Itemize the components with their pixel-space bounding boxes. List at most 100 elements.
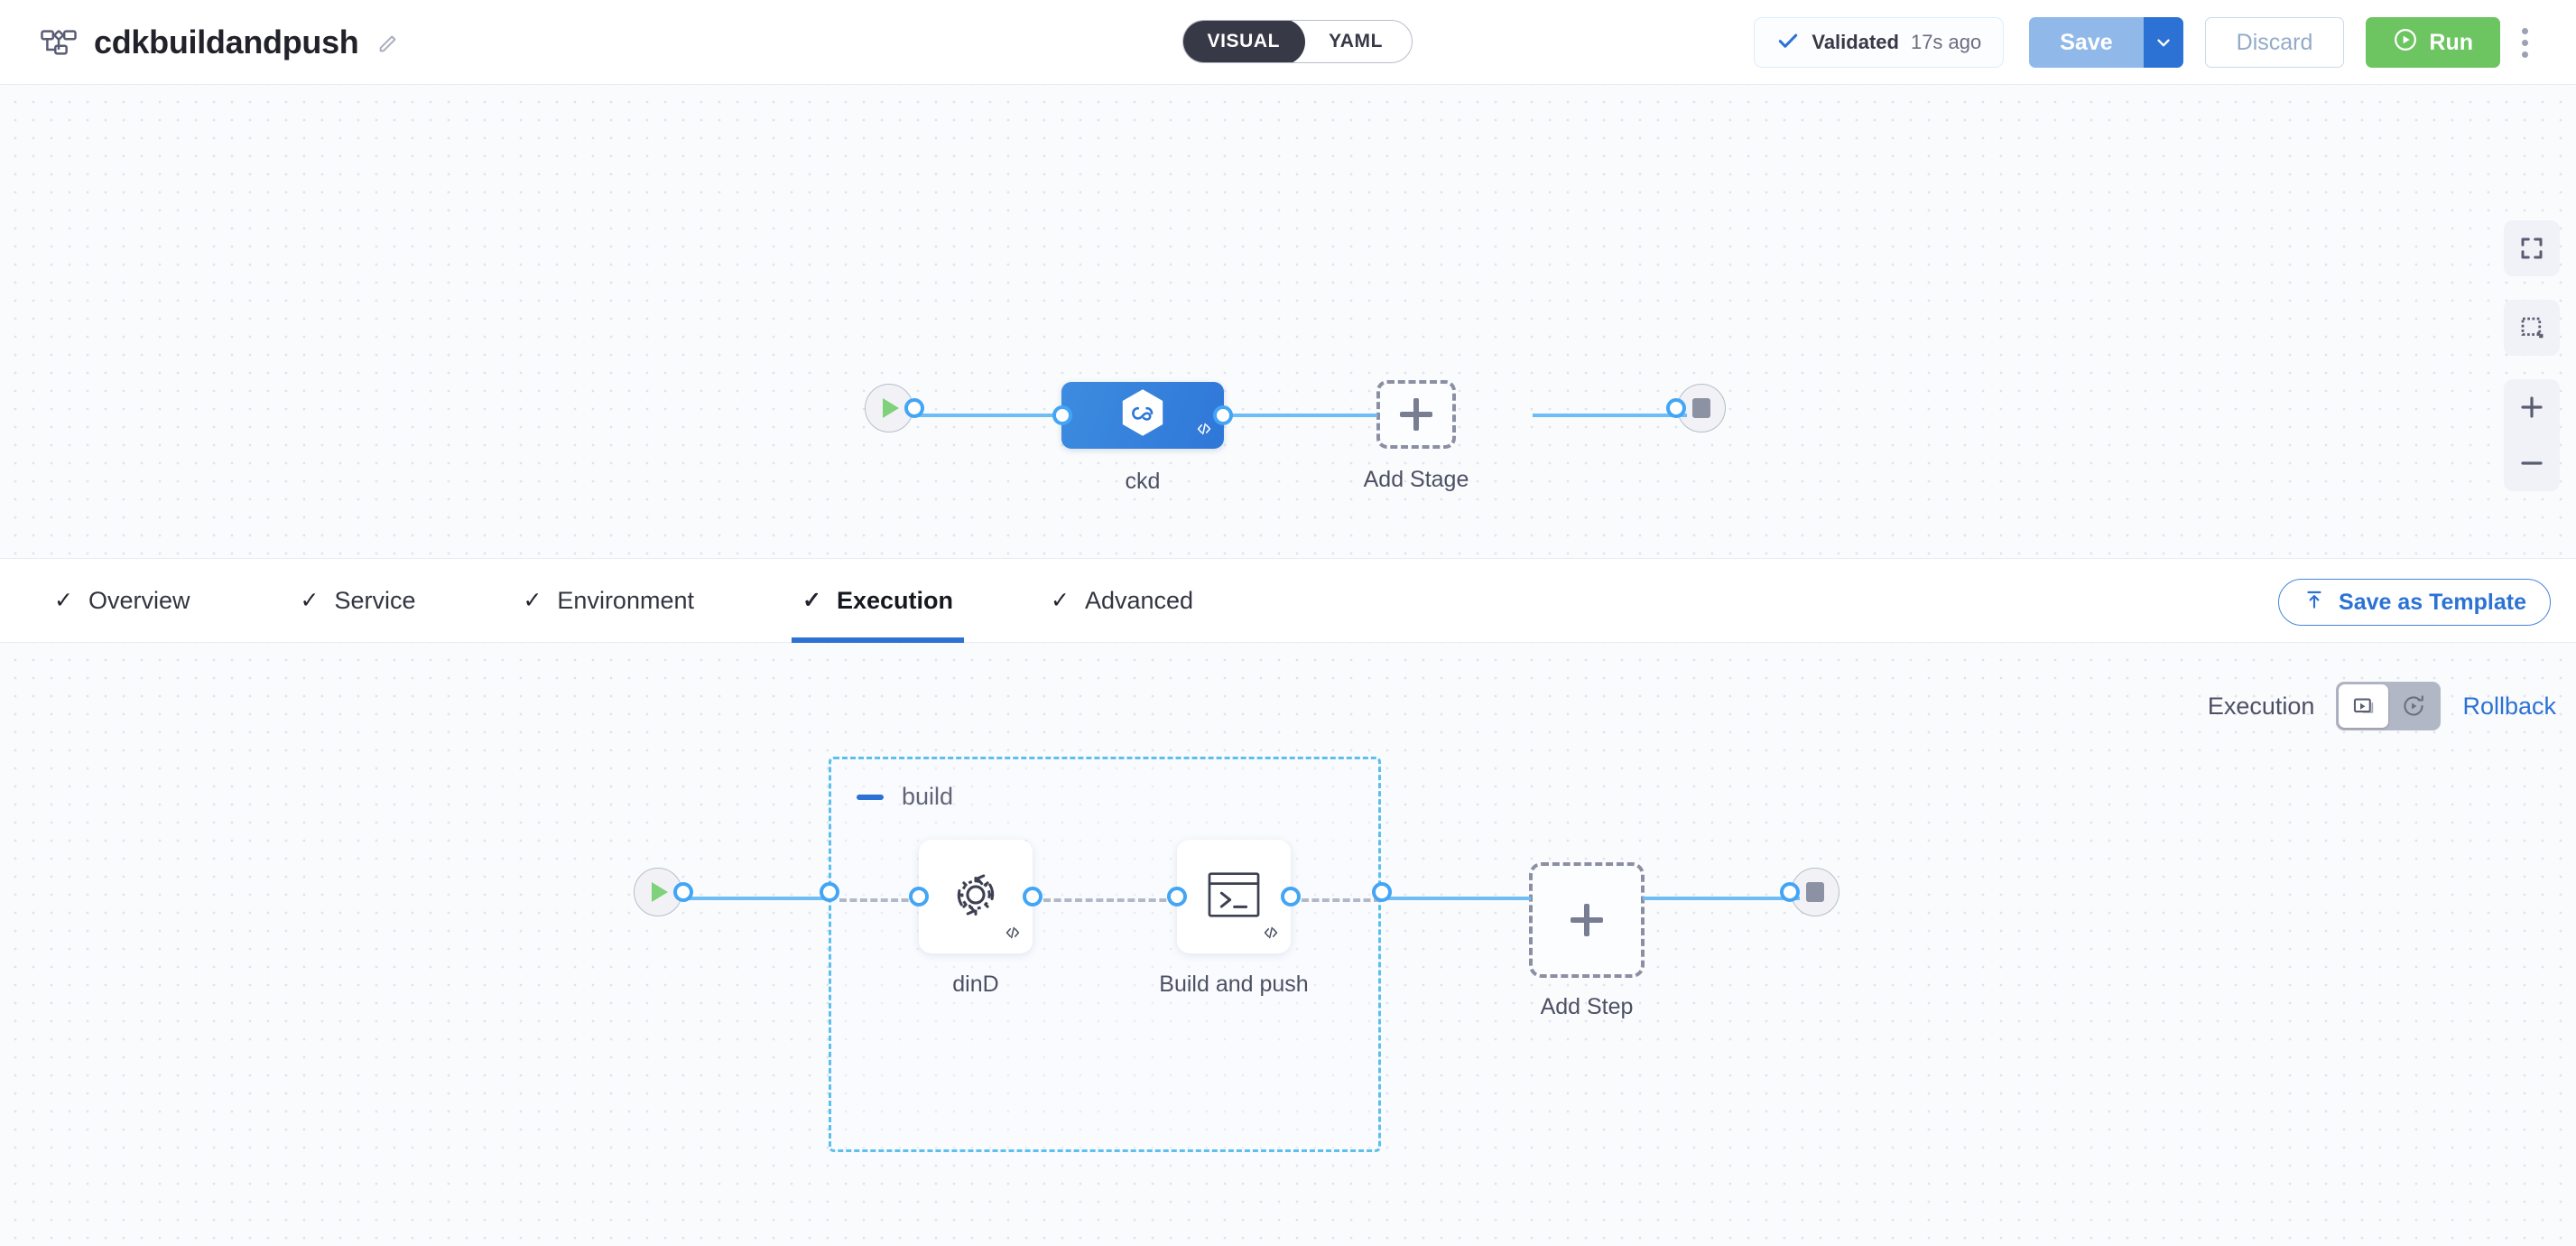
fit-to-screen-button[interactable] xyxy=(2504,220,2560,276)
check-icon: ✓ xyxy=(802,587,821,613)
edge-dind-to-buildpush xyxy=(1043,898,1177,902)
code-icon xyxy=(1261,923,1281,947)
exec-toggle-group[interactable] xyxy=(2336,682,2442,730)
add-step-node[interactable]: Add Step xyxy=(1529,862,1645,1019)
validated-label: Validated xyxy=(1812,31,1899,53)
tab-service[interactable]: ✓ Service xyxy=(289,558,426,643)
rollback-label[interactable]: Rollback xyxy=(2462,692,2556,720)
end-input-port[interactable] xyxy=(1780,882,1800,902)
edge-buildpush-to-groupend xyxy=(1302,898,1381,902)
edge-addstage-to-end xyxy=(1533,414,1687,417)
save-as-template-button[interactable]: Save as Template xyxy=(2278,579,2551,626)
step-card[interactable] xyxy=(919,840,1033,953)
chevron-down-icon xyxy=(2156,39,2170,47)
start-node-circle xyxy=(634,868,682,916)
run-button[interactable]: Run xyxy=(2366,17,2500,68)
save-as-template-label: Save as Template xyxy=(2339,589,2526,615)
mode-yaml-button[interactable]: YAML xyxy=(1329,31,1384,51)
execution-canvas[interactable]: build xyxy=(0,643,2576,1246)
group-input-port[interactable] xyxy=(820,882,839,902)
pipeline-end-node xyxy=(1666,384,1726,432)
more-vertical-icon[interactable] xyxy=(2500,17,2549,68)
save-button-group[interactable]: Save xyxy=(2029,17,2183,68)
view-mode-toggle[interactable]: VISUAL YAML xyxy=(1182,20,1413,63)
step-card[interactable] xyxy=(1177,840,1291,953)
stage-canvas[interactable]: ckd Add Stage xyxy=(0,85,2576,558)
step-output-port[interactable] xyxy=(1281,887,1301,907)
stage-output-port[interactable] xyxy=(1213,405,1233,425)
add-stage-button[interactable] xyxy=(1376,380,1456,449)
expand-icon xyxy=(2521,237,2543,259)
header-left-group: cdkbuildandpush xyxy=(0,23,403,61)
end-input-port[interactable] xyxy=(1666,398,1686,418)
play-icon xyxy=(652,882,668,902)
tab-label: Service xyxy=(334,586,416,614)
execution-rollback-switcher[interactable]: Execution Rollback xyxy=(2208,682,2556,730)
edge-start-to-group xyxy=(682,897,827,900)
start-output-port[interactable] xyxy=(904,398,924,418)
discard-button[interactable]: Discard xyxy=(2204,17,2345,68)
tab-label: Overview xyxy=(88,586,190,614)
canvas-controls[interactable] xyxy=(2504,220,2560,491)
rollback-toggle-button[interactable] xyxy=(2388,684,2438,728)
step-group-build[interactable]: build xyxy=(829,757,1381,1152)
gear-refresh-icon xyxy=(944,863,1007,931)
edge-group-to-dind xyxy=(839,898,919,902)
pipeline-config-tabs[interactable]: ✓ Overview ✓ Service ✓ Environment ✓ Exe… xyxy=(0,558,2576,643)
step-node-dind[interactable]: dinD xyxy=(909,840,1042,997)
step-output-port[interactable] xyxy=(1023,887,1042,907)
edge-group-to-addstep xyxy=(1381,897,1531,900)
stage-card[interactable] xyxy=(1061,382,1224,449)
stage-node-ckd[interactable]: ckd xyxy=(1052,382,1233,494)
tab-environment[interactable]: ✓ Environment xyxy=(512,558,705,643)
step-input-port[interactable] xyxy=(1167,887,1187,907)
save-button[interactable]: Save xyxy=(2029,17,2144,68)
tab-label: Advanced xyxy=(1084,586,1194,614)
zoom-in-button[interactable] xyxy=(2504,379,2560,435)
stop-icon xyxy=(1806,882,1824,902)
start-output-port[interactable] xyxy=(673,882,693,902)
tab-advanced[interactable]: ✓ Advanced xyxy=(1040,558,1204,643)
tab-label: Execution xyxy=(836,586,953,614)
selection-box-button[interactable] xyxy=(2504,300,2560,356)
tab-overview[interactable]: ✓ Overview xyxy=(43,558,200,643)
add-stage-label: Add Stage xyxy=(1363,467,1469,492)
mode-visual-button[interactable]: VISUAL xyxy=(1183,21,1306,62)
step-input-port[interactable] xyxy=(909,887,929,907)
app-header: cdkbuildandpush VISUAL YAML xyxy=(0,0,2576,85)
minus-icon[interactable] xyxy=(857,794,884,800)
group-header: build xyxy=(857,783,953,811)
execution-label: Execution xyxy=(2207,692,2315,720)
execution-toggle-button[interactable] xyxy=(2339,684,2389,728)
save-dropdown-button[interactable] xyxy=(2143,17,2183,68)
marquee-select-icon xyxy=(2521,317,2544,339)
stage-label: ckd xyxy=(1125,469,1161,494)
plus-icon xyxy=(2521,396,2543,418)
add-stage-node[interactable]: Add Stage xyxy=(1364,380,1469,492)
header-actions: Validated 17s ago Save Discard xyxy=(1754,0,2549,85)
tab-execution[interactable]: ✓ Execution xyxy=(792,558,964,643)
pipeline-flow-icon xyxy=(40,23,78,61)
play-circle-icon xyxy=(2393,27,2418,59)
check-icon: ✓ xyxy=(1050,587,1070,613)
tab-label: Environment xyxy=(557,586,694,614)
pencil-edit-icon[interactable] xyxy=(375,29,403,56)
stage-input-port[interactable] xyxy=(1052,405,1072,425)
zoom-controls[interactable] xyxy=(2504,379,2560,491)
group-title: build xyxy=(902,783,954,810)
edge-start-to-stage xyxy=(913,414,1062,417)
harness-hexagon-icon xyxy=(1119,387,1166,444)
group-output-port[interactable] xyxy=(1372,882,1392,902)
code-icon xyxy=(1003,923,1023,947)
play-icon xyxy=(883,398,899,418)
code-icon xyxy=(1194,419,1214,443)
execution-end-node xyxy=(1780,868,1839,916)
check-icon xyxy=(1776,29,1800,57)
step-node-build-and-push[interactable]: Build and push xyxy=(1159,840,1309,997)
zoom-out-button[interactable] xyxy=(2504,435,2560,491)
step-label: dinD xyxy=(952,972,999,997)
execution-start-node xyxy=(634,868,693,916)
plus-icon xyxy=(1400,398,1432,431)
add-step-button[interactable] xyxy=(1529,862,1645,978)
minus-icon xyxy=(2521,461,2543,465)
